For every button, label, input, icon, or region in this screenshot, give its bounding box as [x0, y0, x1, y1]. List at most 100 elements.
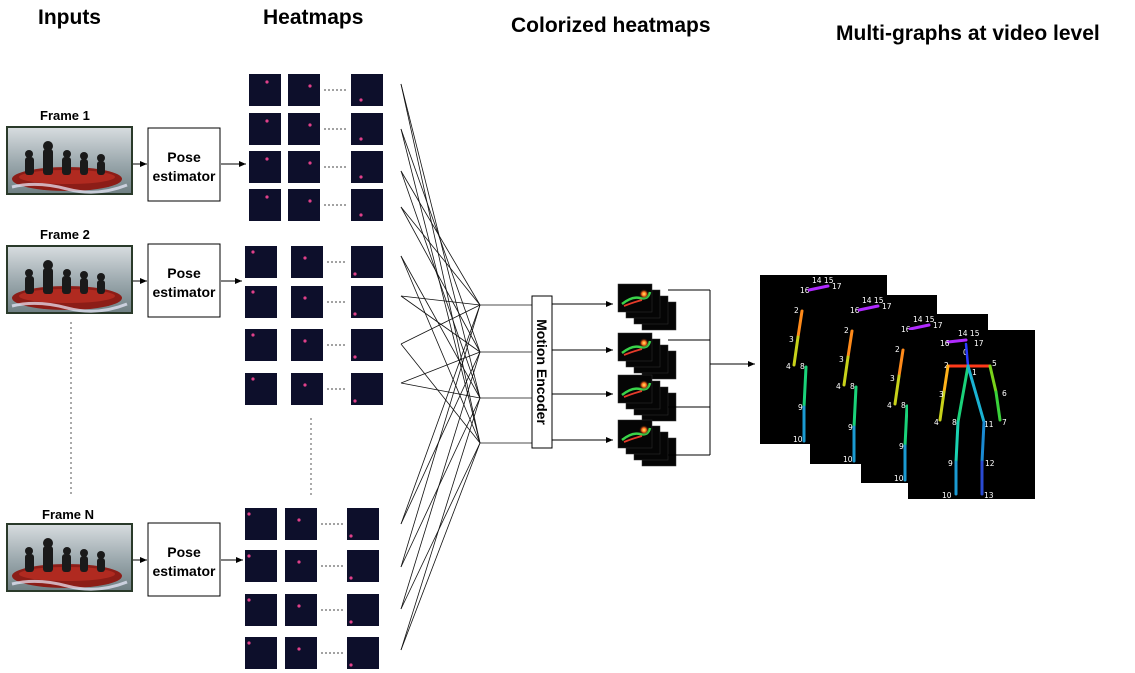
skeleton-bone: [908, 323, 931, 331]
input-frame-2: [6, 245, 133, 314]
heatmap-tile: [285, 637, 317, 669]
heatmap-grid-frame-1: [249, 74, 383, 221]
skeleton-bone: [796, 309, 804, 339]
kp-label-1: 1: [972, 368, 977, 377]
pose-estimator-n: Pose estimator: [147, 522, 221, 597]
frame-label-n: Frame N: [42, 507, 94, 522]
connector-line: [400, 351, 481, 384]
heatmap-tile: [351, 113, 383, 145]
skeleton-bone: [893, 374, 901, 406]
heatmap-tile: [245, 550, 277, 582]
colorized-to-graph-connector: [668, 289, 755, 456]
skeleton-bone: [954, 420, 960, 464]
connector-line: [400, 304, 481, 525]
kp-label-9: 9: [848, 423, 853, 432]
kp-label-9: 9: [899, 442, 904, 451]
heatmap-tile: [285, 550, 317, 582]
pose-estimator-n-line2: estimator: [152, 563, 216, 579]
heatmap-grid-frame-2: [245, 246, 383, 405]
connector-line: [400, 206, 481, 306]
kp-label-8: 8: [850, 382, 855, 391]
connector-line: [400, 255, 481, 399]
frame-label-1: Frame 1: [40, 108, 90, 123]
kp-label-8: 8: [952, 418, 957, 427]
connector-line: [400, 351, 481, 610]
skeleton-bone: [897, 348, 905, 378]
heatmap-tile: [249, 74, 281, 106]
kp-label-9: 9: [798, 403, 803, 412]
heading-multi-graphs: Multi-graphs at video level: [836, 22, 1100, 45]
skeleton-bone: [980, 420, 986, 464]
kp-label-14-15: 14 15: [812, 276, 834, 285]
connector-line: [400, 343, 481, 444]
kp-label-14-15: 14 15: [862, 296, 884, 305]
kp-label-4: 4: [836, 382, 841, 391]
kp-label-17: 17: [882, 302, 892, 311]
kp-label-17: 17: [974, 339, 984, 348]
connector-line: [400, 397, 481, 568]
colorized-heatmap-stack: [617, 332, 677, 380]
kp-label-14-15: 14 15: [958, 329, 980, 338]
heatmap-tile: [285, 594, 317, 626]
skeleton-bone: [964, 342, 970, 368]
skeleton-bone: [842, 355, 850, 387]
frame-label-2: Frame 2: [40, 227, 90, 242]
connector-line: [400, 170, 481, 306]
kp-label-10: 10: [793, 435, 803, 444]
heading-inputs: Inputs: [38, 6, 101, 29]
pose-estimator-1-line1: Pose: [167, 149, 201, 165]
connector-line: [400, 351, 481, 525]
heatmap-tile: [288, 74, 320, 106]
input-frame-1: [6, 126, 133, 195]
colorized-heatmap-stack: [617, 419, 677, 467]
kp-label-9: 9: [948, 459, 953, 468]
heatmap-tile: [351, 246, 383, 278]
heatmap-tile: [245, 373, 277, 405]
heatmap-tile: [245, 329, 277, 361]
heatmap-tile: [288, 113, 320, 145]
kp-label-16: 16: [850, 306, 860, 315]
kp-label-10: 10: [894, 474, 904, 483]
kp-label-3: 3: [789, 335, 794, 344]
skeleton-bone: [903, 404, 909, 448]
kp-label-17: 17: [832, 282, 842, 291]
pose-estimator-n-line1: Pose: [167, 544, 201, 560]
heatmap-tile: [291, 373, 323, 405]
skeleton-bone: [852, 385, 858, 429]
connector-line: [400, 128, 481, 444]
input-frame-n: [6, 523, 133, 592]
connector-line: [400, 295, 481, 306]
kp-label-4: 4: [887, 401, 892, 410]
skeleton-bone: [846, 329, 854, 359]
heatmap-tile: [245, 246, 277, 278]
kp-label-12: 12: [985, 459, 995, 468]
connector-line: [400, 170, 481, 399]
skeleton-bone: [807, 284, 830, 292]
connector-line: [400, 255, 481, 444]
heatmap-tile: [351, 189, 383, 221]
kp-label-2: 2: [944, 361, 949, 370]
pose-estimator-2-line1: Pose: [167, 265, 201, 281]
kp-label-16: 16: [800, 286, 810, 295]
connector-line: [400, 442, 481, 610]
skeleton-bone: [966, 364, 986, 424]
heading-heatmaps: Heatmaps: [263, 6, 363, 29]
kp-label-8: 8: [901, 401, 906, 410]
kp-label-3: 3: [939, 390, 944, 399]
kp-label-2: 2: [895, 345, 900, 354]
heatmap-tile: [347, 594, 379, 626]
motion-encoder-box: Motion Encoder: [531, 295, 553, 449]
connector-line: [400, 397, 481, 651]
skeleton-bone: [956, 364, 970, 424]
kp-label-0: 0: [963, 348, 968, 357]
connector-line: [400, 128, 481, 353]
kp-label-5: 5: [992, 359, 997, 368]
colorized-heatmap-stacks: [617, 283, 677, 467]
kp-label-13: 13: [984, 491, 994, 500]
kp-label-11: 11: [984, 420, 994, 429]
heatmap-tile: [291, 286, 323, 318]
heatmap-tile: [245, 508, 277, 540]
heatmap-tile: [288, 189, 320, 221]
pose-estimator-2: Pose estimator: [147, 243, 221, 318]
